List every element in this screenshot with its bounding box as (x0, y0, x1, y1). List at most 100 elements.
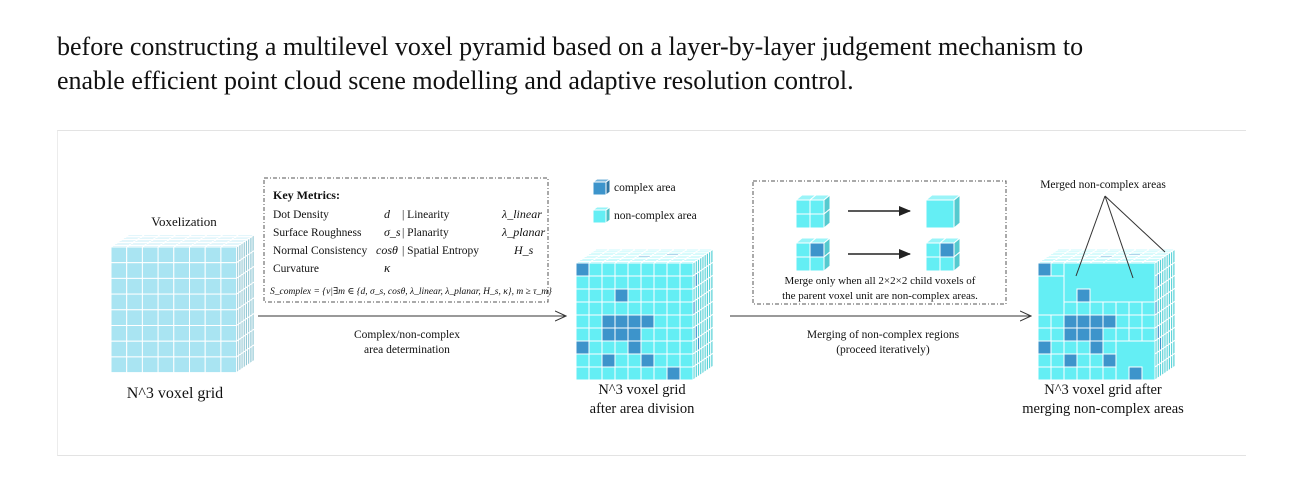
voxel-cell (601, 288, 616, 303)
voxel-cell (653, 275, 668, 290)
metric-name: Curvature (273, 263, 319, 275)
voxel-cell (614, 314, 629, 329)
voxel-cell (679, 327, 694, 342)
voxel-cell (189, 340, 206, 358)
voxel-cell (939, 242, 955, 258)
voxel-cell (157, 246, 175, 264)
voxel-cell (173, 262, 191, 279)
voxel-cell (1128, 314, 1143, 329)
voxel-cell (189, 325, 206, 342)
voxel-cell (710, 352, 714, 369)
arrow1-label-1: Complex/non-complex (354, 329, 460, 341)
voxel-cell (809, 199, 825, 215)
grid3-caption-2: merging non-complex areas (1022, 401, 1184, 417)
voxel-cell (1076, 327, 1091, 342)
voxel-cell (627, 262, 642, 277)
voxel-cell (679, 366, 694, 381)
metric-name: Dot Density (273, 209, 329, 221)
voxel-cell (679, 340, 694, 355)
voxel-cell (1037, 262, 1052, 277)
voxel-cell (1050, 314, 1065, 329)
voxel-cell (1141, 301, 1156, 316)
voxel-cell (1050, 340, 1065, 355)
voxel-cell (614, 301, 629, 316)
voxel-cell (1089, 301, 1104, 316)
merged-cube-top (924, 194, 962, 201)
metric-name-2: | Planarity (402, 227, 449, 239)
voxel-cell (126, 325, 143, 342)
voxel-cell (251, 296, 255, 316)
voxel-cell (627, 288, 642, 303)
voxel-cell (679, 314, 694, 329)
voxel-cell (1089, 340, 1104, 355)
voxel-cell (1089, 327, 1104, 342)
voxel-cell (601, 314, 616, 329)
merged-cube-front (925, 199, 955, 229)
voxel-cell (1172, 300, 1176, 317)
voxel-cell (1172, 352, 1176, 369)
metric-symbol: κ (384, 260, 391, 275)
voxel-cell (588, 340, 603, 355)
voxel-cell (157, 356, 175, 374)
voxel-cell (1037, 366, 1052, 381)
voxel-cell (640, 301, 655, 316)
voxel-cell (157, 262, 175, 279)
voxel-cell (710, 248, 714, 265)
voxel-cell (809, 256, 825, 272)
voxel-cell (614, 366, 629, 381)
voxel-cell (679, 275, 694, 290)
voxel-cell (251, 265, 255, 285)
voxel-cell (575, 327, 590, 342)
voxel-cell (653, 262, 668, 277)
merge-example-cubes (794, 193, 962, 273)
voxel-cell (251, 343, 255, 363)
voxel-cell (141, 262, 159, 279)
key-metrics-box (263, 177, 549, 303)
voxel-cell (627, 275, 642, 290)
voxel-cell (251, 281, 255, 301)
merge-rule-line-1: Merge only when all 2×2×2 child voxels o… (785, 275, 976, 287)
voxel-cell (189, 293, 206, 311)
voxel-cell (710, 313, 714, 330)
voxel-cell (666, 288, 681, 303)
voxel-cell (157, 277, 175, 295)
legend-swatch-complex (591, 178, 612, 196)
voxel-cell (588, 366, 603, 381)
voxel-cell (126, 262, 143, 279)
voxel-cell (173, 277, 191, 295)
voxel-grid-cube-plain (109, 233, 256, 374)
metrics-row-3: Normal Consistency cosθ | Spatial Entrop… (273, 243, 534, 257)
voxel-cell (1050, 353, 1065, 368)
voxel-cell (1050, 262, 1065, 277)
voxel-cell (1089, 353, 1104, 368)
voxel-cell (588, 262, 603, 277)
voxel-cell (251, 249, 255, 269)
voxel-cell (627, 340, 642, 355)
voxel-cell (1037, 275, 1065, 316)
voxel-cell (653, 366, 668, 381)
voxel-cell (640, 353, 655, 368)
voxel-cell (204, 356, 222, 374)
voxel-cell (157, 325, 175, 342)
voxel-cell (141, 277, 159, 295)
grid2-caption-2: after area division (590, 401, 695, 417)
metric-name: Surface Roughness (273, 227, 362, 239)
intro-line-1: before constructing a multilevel voxel p… (57, 32, 1084, 61)
voxel-cell (189, 309, 206, 326)
voxel-cell (679, 262, 694, 277)
metrics-title: Key Metrics: (273, 188, 340, 202)
voxel-cell (189, 246, 206, 264)
voxel-cell (1172, 313, 1176, 330)
voxel-cell (939, 256, 955, 272)
voxel-cell (679, 353, 694, 368)
grid2-caption-1: N^3 voxel grid (598, 382, 686, 398)
merge-rule-line-2: the parent voxel unit are non-complex ar… (782, 290, 978, 302)
voxel-cell (679, 301, 694, 316)
voxel-cell (614, 262, 629, 277)
merged-areas-label: Merged non-complex areas (1040, 179, 1166, 191)
voxel-cell (601, 275, 616, 290)
voxel-cell (110, 262, 128, 279)
voxel-cell (1102, 301, 1117, 316)
complex-set-formula: S_complex = {v|∃m ∈ {d, σ_s, cosθ, λ_lin… (270, 287, 552, 297)
voxel-cell (640, 314, 655, 329)
